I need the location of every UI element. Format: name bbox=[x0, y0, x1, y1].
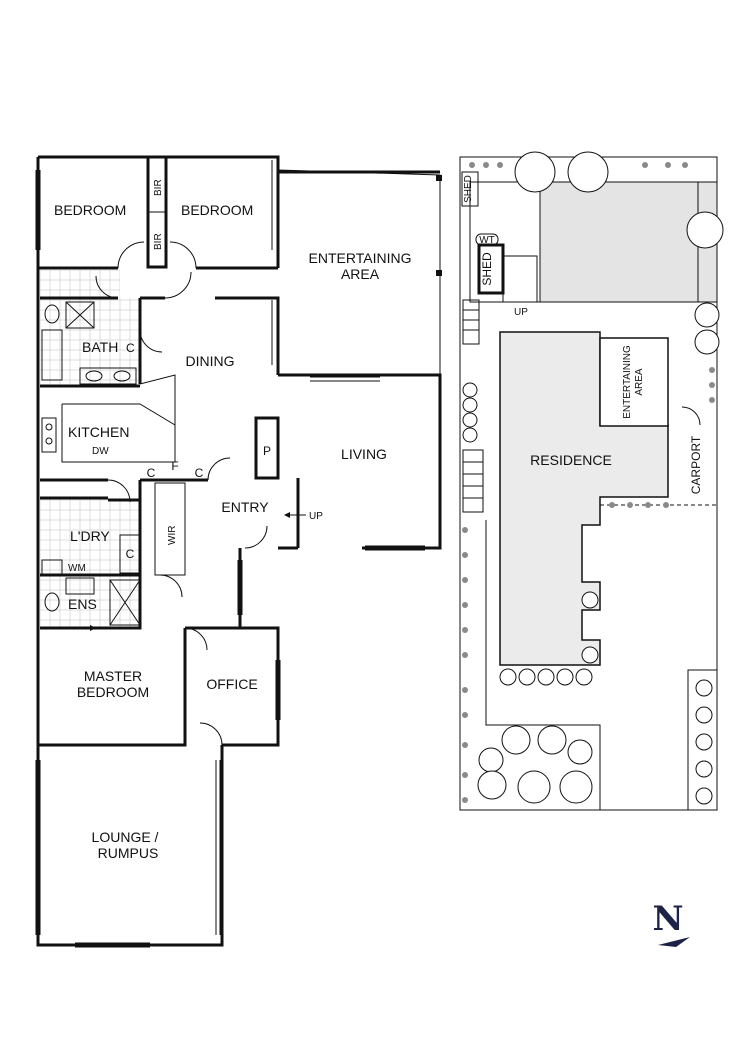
room-label-wir: WIR bbox=[167, 526, 178, 545]
room-label-entry: ENTRY bbox=[221, 499, 269, 515]
site-label-up: UP bbox=[514, 307, 528, 318]
room-label-lounge-2: RUMPUS bbox=[98, 845, 159, 861]
room-label-kitchen: KITCHEN bbox=[68, 424, 129, 440]
room-label-fridge: F bbox=[171, 459, 178, 473]
site-steps bbox=[462, 299, 484, 513]
water-tank bbox=[475, 233, 499, 246]
room-label-lounge-1: LOUNGE / bbox=[92, 829, 159, 845]
windows bbox=[35, 160, 442, 948]
room-label-bir-1: BIR bbox=[153, 179, 164, 196]
room-label-wm: WM bbox=[68, 563, 86, 574]
site-label-shed-1: SHED bbox=[463, 175, 474, 203]
room-label-bir-2: BIR bbox=[153, 233, 164, 250]
room-label-dw: DW bbox=[92, 446, 109, 457]
room-label-master-2: BEDROOM bbox=[77, 684, 149, 700]
north-compass: N bbox=[652, 899, 690, 947]
room-label-entertaining-2: AREA bbox=[341, 266, 380, 282]
room-label-entertaining-1: ENTERTAINING bbox=[309, 250, 412, 266]
garden-shrubs bbox=[462, 367, 715, 805]
walls bbox=[36, 155, 442, 947]
floor-plan-labels: BEDROOM BEDROOM BIR BIR ENTERTAINING ARE… bbox=[54, 179, 411, 861]
room-label-cupboard-2: C bbox=[195, 466, 204, 480]
room-label-laundry-c: C bbox=[126, 547, 135, 561]
shed-1 bbox=[461, 171, 479, 207]
room-label-bath: BATH bbox=[82, 339, 118, 355]
room-label-office: OFFICE bbox=[206, 676, 257, 692]
tiled-areas bbox=[40, 270, 140, 628]
site-trees bbox=[477, 151, 724, 804]
room-label-bedroom-2: BEDROOM bbox=[181, 202, 253, 218]
site-label-shed-2: SHED bbox=[480, 252, 494, 286]
room-label-bedroom-1: BEDROOM bbox=[54, 202, 126, 218]
site-label-wt: WT bbox=[479, 235, 495, 246]
site-label-residence: RESIDENCE bbox=[530, 452, 612, 468]
floor-plan-arrows bbox=[70, 512, 306, 631]
north-arrow-icon bbox=[658, 937, 690, 947]
room-label-laundry: L'DRY bbox=[70, 528, 110, 544]
site-plan: SHED WT SHED UP ENTERTAINING AREA RESIDE… bbox=[459, 151, 724, 811]
room-label-bath-c: C bbox=[126, 341, 135, 355]
backyard-lawn bbox=[539, 181, 718, 303]
site-label-entertaining-2: AREA bbox=[634, 368, 645, 396]
floor-plan: BEDROOM BEDROOM BIR BIR ENTERTAINING ARE… bbox=[35, 155, 442, 948]
room-label-ens: ENS bbox=[68, 596, 97, 612]
site-plan-labels: SHED WT SHED UP ENTERTAINING AREA RESIDE… bbox=[463, 175, 703, 494]
room-label-living: LIVING bbox=[341, 446, 387, 462]
compass-letter: N bbox=[652, 899, 683, 939]
site-label-entertaining-1: ENTERTAINING bbox=[622, 345, 633, 419]
entertaining-area-site bbox=[599, 337, 669, 427]
room-label-master-1: MASTER bbox=[84, 668, 142, 684]
room-label-pantry: P bbox=[263, 444, 271, 458]
boundary-shrubs bbox=[469, 162, 688, 168]
room-label-cupboard-1: C bbox=[147, 466, 156, 480]
fixtures bbox=[41, 301, 137, 612]
site-label-carport: CARPORT bbox=[689, 435, 703, 494]
room-label-dining: DINING bbox=[186, 353, 235, 369]
doors bbox=[95, 241, 268, 746]
room-label-up: UP bbox=[309, 511, 323, 522]
